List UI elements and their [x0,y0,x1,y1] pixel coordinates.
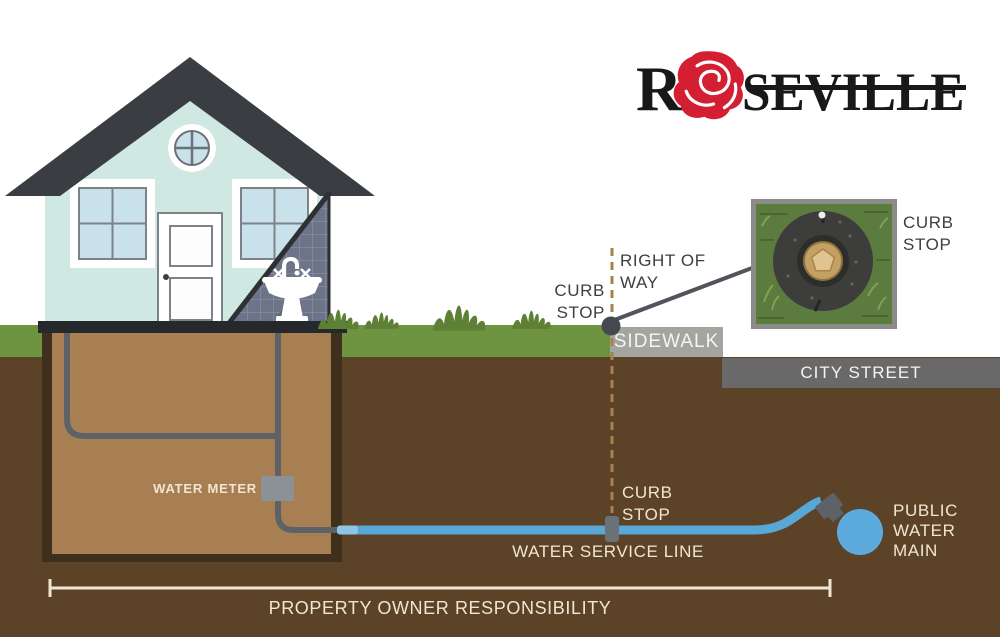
faucet-handle-left-icon [273,268,284,279]
pipe-coupler [337,525,358,535]
roseville-logo: R SEVILLE [636,46,976,124]
house-illustration [5,57,375,345]
faucet-icon [282,256,299,277]
curb-stop-surface-label: CURB STOP [554,281,605,322]
curb-stop-valve [605,516,619,542]
water-service-line-pipe [337,493,883,555]
photo-grass-texture [758,211,890,319]
photo-pointer-line [615,266,754,321]
faucet-handle-right-icon [300,268,311,279]
city-street: CITY STREET [722,358,1000,388]
grass-tufts [318,305,551,331]
right-of-way-label: RIGHT OF WAY [620,251,706,292]
curb-stop-photo-label: CURB STOP [903,213,954,254]
left-window [70,179,155,268]
logo-letters-seville: SEVILLE [741,62,965,122]
water-meter-label: WATER METER [153,481,257,496]
sidewalk: SIDEWALK [610,327,723,357]
curb-stop-photo [751,199,897,329]
house-foundation [38,321,347,333]
sink-icon [262,256,322,325]
city-street-label: CITY STREET [800,363,922,382]
door-knob [163,274,169,280]
main-connector-valve [815,493,844,523]
roof [5,57,375,196]
round-window [168,124,216,172]
public-water-main-icon [837,509,883,555]
rose-icon [673,51,745,120]
public-water-main-label: PUBLIC WATER MAIN [893,501,959,560]
responsibility-bracket [48,579,832,597]
curb-stop-marker-dot [601,316,621,336]
curb-stop-underground-label: CURB STOP [622,483,673,524]
basement-pit [42,328,342,562]
water-meter-box [261,476,294,501]
pentagon-nut [810,248,836,272]
logo-letter-r: R [636,53,683,124]
front-door [157,212,223,326]
sidewalk-label: SIDEWALK [613,331,720,352]
water-service-line-label: WATER SERVICE LINE [512,542,704,561]
property-owner-responsibility-label: PROPERTY OWNER RESPONSIBILITY [268,598,612,618]
logo-strike-line [748,85,966,90]
